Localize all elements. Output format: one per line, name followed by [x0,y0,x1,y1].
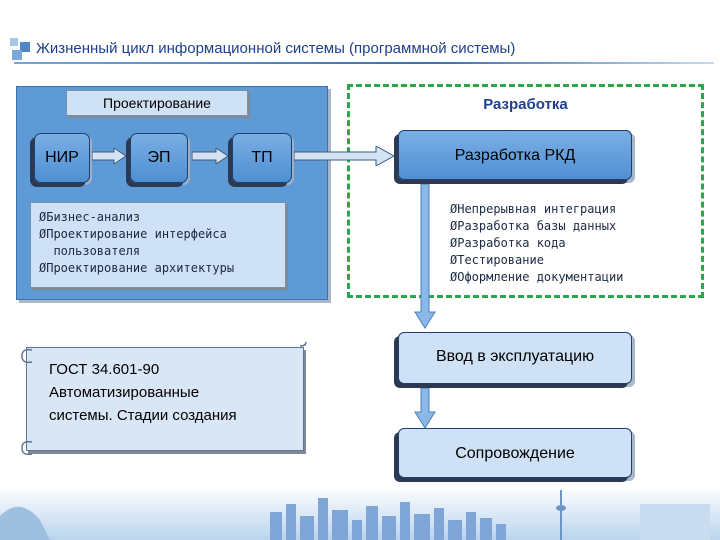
title-divider [14,62,714,64]
dev-note-3: ØРазработка кода [450,236,566,250]
gost-line-2: Автоматизированные [49,384,200,401]
design-notes: ØБизнес-анализ ØПроектирование интерфейс… [30,202,286,288]
commissioning-box: Ввод в эксплуатацию [398,332,632,384]
rkd-down-arrow [414,184,436,329]
development-notes: ØНепрерывная интеграция ØРазработка базы… [450,201,623,286]
commissioning-down-arrow [414,388,436,429]
design-note-3: пользователя [39,244,141,258]
footer-skyline-image [0,486,720,540]
stage-nir: НИР [34,133,90,183]
support-box: Сопровождение [398,428,632,478]
gost-line-3: системы. Стадии создания [49,407,237,424]
design-note-2: ØПроектирование интерфейса [39,227,227,241]
stage-ep: ЭП [130,133,188,183]
dev-note-2: ØРазработка базы данных [450,219,617,233]
gost-standard-note: ГОСТ 34.601-90 Автоматизированные систем… [26,347,304,451]
design-note-4: ØПроектирование архитектуры [39,261,235,275]
header-decoration [10,38,32,62]
development-label: Разработка [483,96,568,113]
stage-tp: ТП [232,133,292,183]
stage-arrow-1 [92,148,127,164]
development-phase-block [347,84,704,298]
tp-to-rkd-arrow [294,146,396,166]
page-title: Жизненный цикл информационной системы (п… [36,40,516,57]
dev-note-1: ØНепрерывная интеграция [450,202,617,216]
design-label: Проектирование [66,90,248,116]
scroll-curl-icon [21,341,307,456]
dev-note-5: ØОформление документации [450,270,624,284]
rkd-development-box: Разработка РКД [398,130,632,180]
dev-note-4: ØТестирование [450,253,544,267]
gost-line-1: ГОСТ 34.601-90 [49,361,160,378]
design-note-1: ØБизнес-анализ [39,210,141,224]
stage-arrow-2 [192,148,229,164]
